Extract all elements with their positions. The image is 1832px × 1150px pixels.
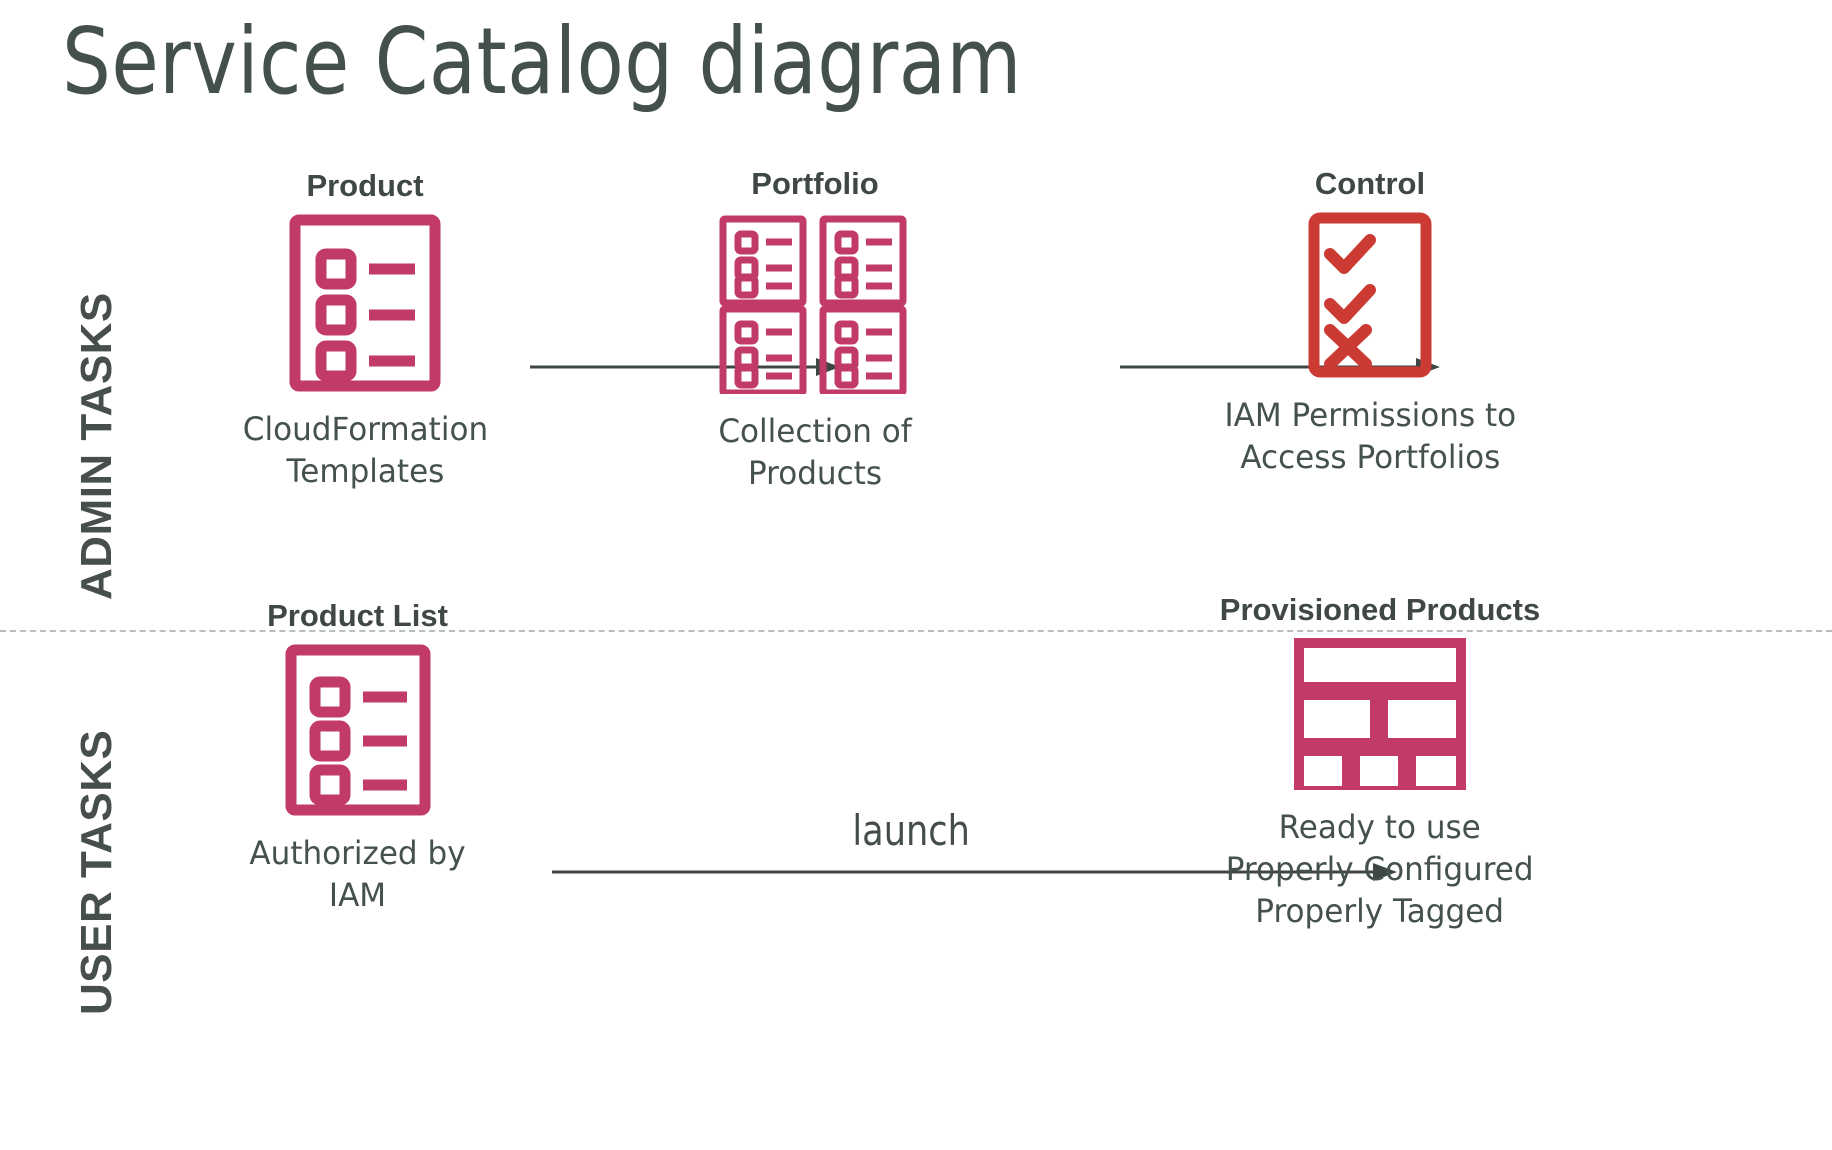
node-product-list-caption: Authorized by IAM [249,834,466,915]
tiles-layout-icon [1294,638,1466,790]
node-control-caption: IAM Permissions to Access Portfolios [1224,396,1516,477]
node-provisioned-products-title: Provisioned Products [1219,592,1541,627]
page-title: Service Catalog diagram [62,8,1022,115]
lane-label-user-tasks: USER TASKS [72,729,121,1015]
arrow-launch [552,860,1397,884]
four-documents-grid-icon [716,212,914,394]
node-product-list-title: Product List [267,598,448,633]
checklist-check-check-cross-icon [1308,212,1432,378]
document-checklist-icon [289,214,441,392]
arrow-label-launch: launch [852,806,970,855]
node-product-caption: CloudFormation Templates [242,410,488,491]
lane-divider [0,630,1832,632]
node-portfolio-caption: Collection of Products [718,412,912,493]
node-product-title: Product [306,168,424,203]
node-product[interactable]: Product CloudFormation Templates [220,168,510,492]
node-product-list[interactable]: Product List Authorized by IAM [215,598,500,916]
node-portfolio-title: Portfolio [751,166,879,201]
lane-label-admin-tasks: ADMIN TASKS [72,292,121,600]
node-portfolio[interactable]: Portfolio [650,166,980,494]
node-control[interactable]: Control IAM Permissions to Access Portfo… [1190,166,1550,478]
node-provisioned-products-caption: Ready to use Properly Configured Properl… [1226,808,1534,931]
node-control-title: Control [1314,166,1426,201]
document-checklist-icon [285,644,431,816]
node-provisioned-products[interactable]: Provisioned Products Ready to use Proper… [1190,592,1570,933]
